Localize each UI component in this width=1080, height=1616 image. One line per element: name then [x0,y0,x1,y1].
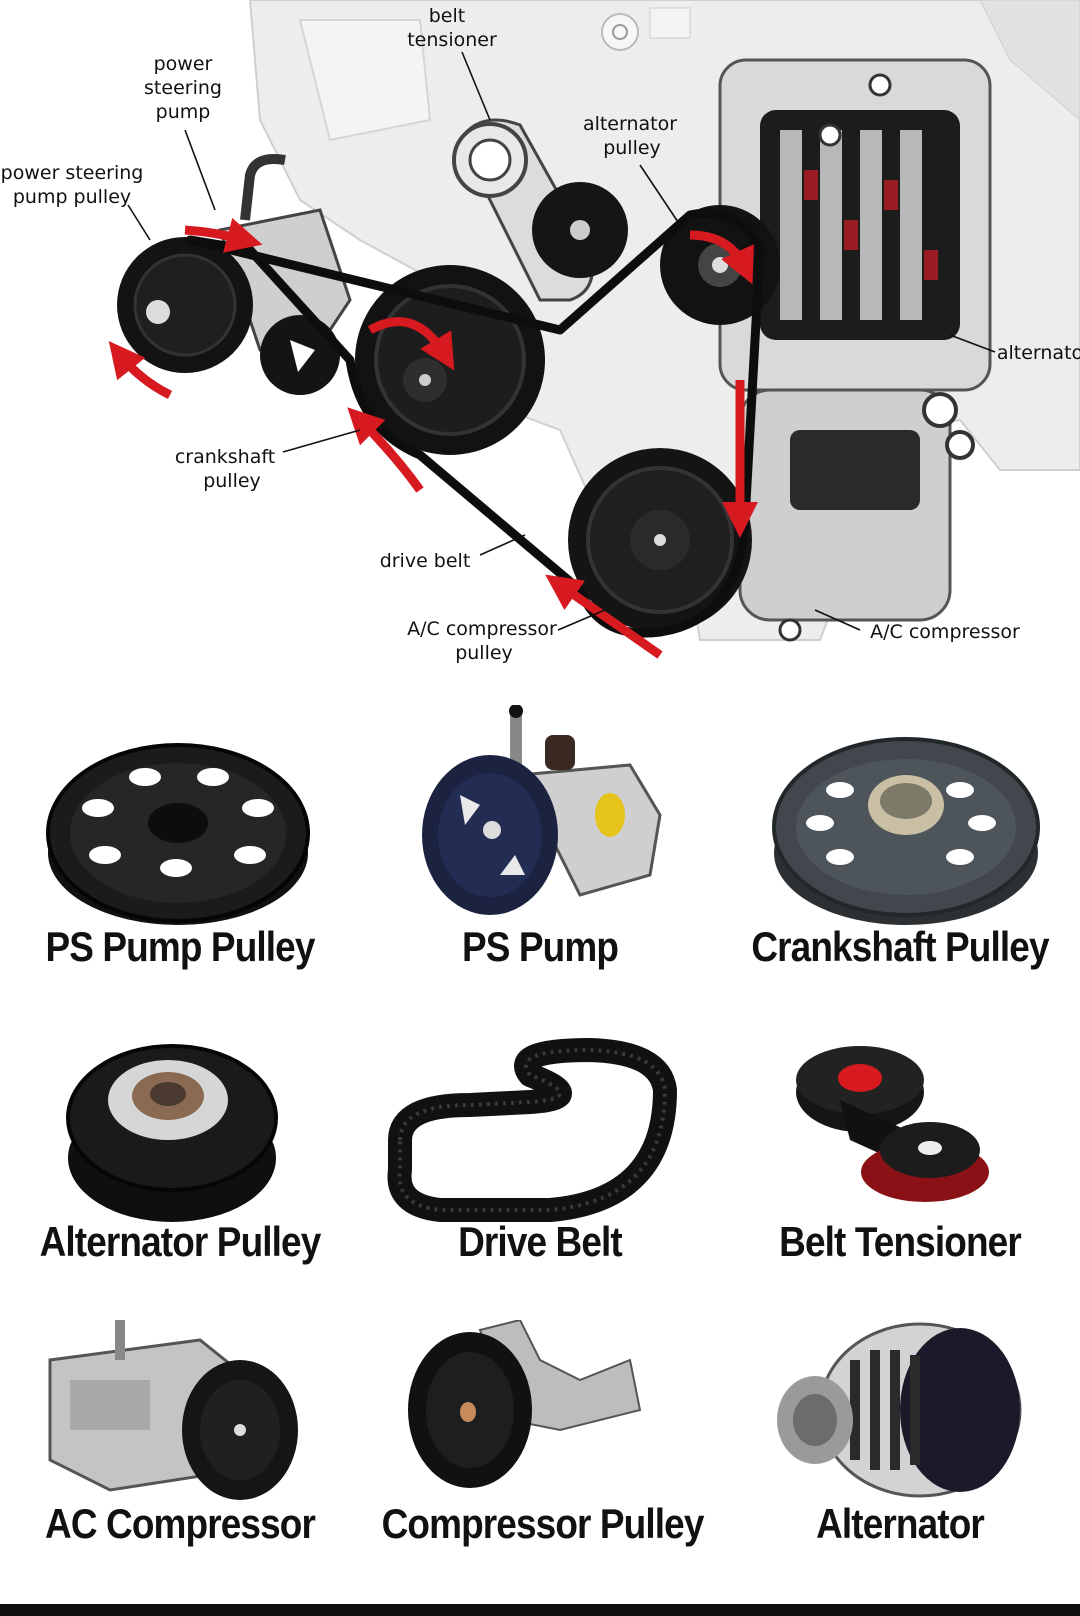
label-ps-pulley-2: pump pulley [13,186,131,208]
part-card-ac-compressor: AC Compressor [0,1320,360,1604]
label-crankshaft-1: crankshaft [175,446,275,468]
part-card-compressor-pulley: Compressor Pulley [360,1320,720,1604]
label-ps-pump-2: steering [144,77,222,99]
part-card-crankshaft-pulley: Crankshaft Pulley [720,705,1080,1005]
part-card-alternator: Alternator [720,1320,1080,1604]
ac-compressor-pulley [568,448,752,632]
part-label: Compressor Pulley [381,1500,705,1547]
label-ps-pump-3: pump [156,101,211,123]
ac-compressor [738,388,975,642]
part-card-belt-tensioner: Belt Tensioner [720,1030,1080,1310]
power-steering-pump-pulley [117,237,253,373]
bottom-bar [0,1604,1080,1616]
part-card-ps-pump-pulley: PS Pump Pulley [0,705,360,1005]
label-alt-pulley-2: pulley [603,137,661,159]
part-label: Belt Tensioner [779,1218,1022,1265]
ac-compressor-icon [48,1320,298,1500]
alternator-icon [777,1322,1022,1498]
part-label: AC Compressor [45,1500,316,1547]
part-label: Alternator Pulley [39,1218,322,1265]
part-label: PS Pump Pulley [45,923,315,970]
part-label: Drive Belt [458,1218,623,1265]
alternator-pulley-icon [66,1044,278,1222]
belt-tensioner [452,118,628,302]
rotation-arrows [108,217,758,659]
callout-labels: belt tensioner power steering pump power… [1,5,1080,664]
part-label: PS Pump [461,923,619,970]
alternator [718,58,992,392]
label-belt-tensioner-2: tensioner [407,29,497,51]
label-drive-belt: drive belt [380,550,471,572]
label-alternator: alternato [997,342,1080,364]
drive-belt-icon [387,1038,677,1222]
part-card-ps-pump: PS Pump [360,705,720,1005]
ps-pump-pulley-icon [46,743,310,925]
belt-tensioner-icon [796,1046,989,1202]
label-belt-tensioner-1: belt [429,5,465,27]
label-ac-compressor: A/C compressor [870,621,1020,643]
label-alt-pulley-1: alternator [583,113,677,135]
engine-belt-diagram: belt tensioner power steering pump power… [1,0,1080,664]
part-label: Crankshaft Pulley [751,923,1049,970]
label-ac-pulley-2: pulley [455,642,513,664]
label-ps-pulley-1: power steering [1,162,144,184]
label-crankshaft-2: pulley [203,470,261,492]
label-ac-pulley-1: A/C compressor [407,618,557,640]
ps-pump-icon [422,705,662,915]
compressor-pulley-icon [408,1320,642,1488]
label-ps-pump-1: power [154,53,213,75]
crankshaft-pulley-icon [772,737,1040,925]
part-card-alternator-pulley: Alternator Pulley [0,1030,360,1310]
part-label: Alternator [816,1500,985,1547]
part-card-drive-belt: Drive Belt [360,1030,720,1310]
